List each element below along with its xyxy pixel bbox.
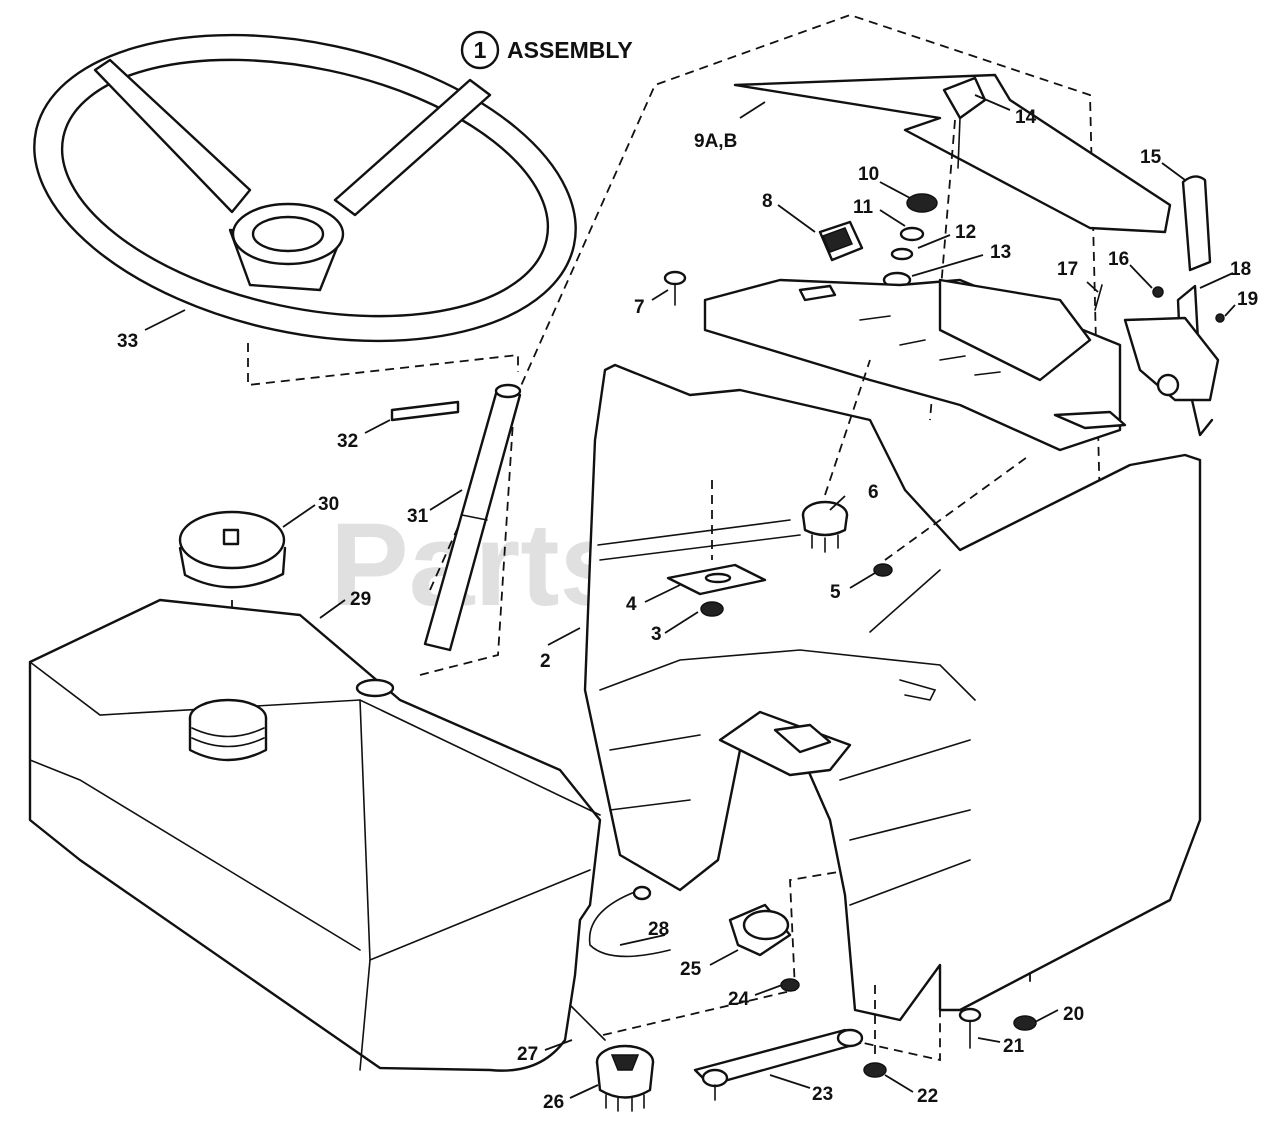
washer-20 [1013, 1015, 1037, 1031]
clamp [693, 1028, 864, 1101]
callout-26: 26 [543, 1092, 564, 1113]
buzzer [728, 903, 792, 957]
callout-24: 24 [728, 989, 750, 1010]
wheel-boundary [247, 343, 519, 387]
callout-28: 28 [648, 919, 669, 940]
callout-17: 17 [1057, 259, 1078, 280]
callout-4: 4 [626, 594, 637, 615]
callout-7: 7 [634, 297, 645, 318]
nut-22 [863, 1062, 887, 1078]
throttle-lever [1094, 175, 1225, 437]
steering-wheel [33, 33, 577, 343]
callout-20: 20 [1063, 1004, 1084, 1025]
callout-22: 22 [917, 1086, 938, 1107]
callout-18: 18 [1230, 259, 1251, 280]
dash-panel-boundary [419, 14, 1101, 676]
callout-11: 11 [853, 197, 874, 218]
callout-15: 15 [1140, 147, 1162, 168]
fuel-cap [178, 510, 287, 700]
callout-2: 2 [540, 651, 551, 672]
callout-33: 33 [117, 331, 138, 352]
callout-14: 14 [1015, 107, 1037, 128]
leader-lines [144, 94, 1236, 1099]
dash-panel [583, 278, 1202, 1022]
ignition-washers [882, 193, 938, 289]
callout-12: 12 [955, 222, 976, 243]
callout-labels: 2 3 4 5 6 7 8 9A,B 10 11 12 13 14 15 16 … [117, 107, 1258, 1113]
callout-6: 6 [868, 482, 879, 503]
steering-shaft [390, 383, 522, 652]
callout-8: 8 [762, 191, 773, 212]
callout-27: 27 [517, 1044, 538, 1065]
screw-7 [663, 270, 687, 306]
callout-30: 30 [318, 494, 339, 515]
plate-and-nut [666, 480, 767, 617]
callout-5: 5 [830, 582, 841, 603]
light-switch [818, 220, 864, 262]
callout-10: 10 [858, 164, 879, 185]
nut-24 [780, 978, 800, 992]
callout-19: 19 [1237, 289, 1258, 310]
assembly-label: ASSEMBLY [507, 37, 633, 63]
callout-25: 25 [680, 959, 702, 980]
callout-9ab: 9A,B [694, 131, 737, 152]
callout-29: 29 [350, 589, 371, 610]
callout-21: 21 [1003, 1036, 1025, 1057]
callout-32: 32 [337, 431, 358, 452]
callout-31: 31 [407, 506, 429, 527]
callout-13: 13 [990, 242, 1011, 263]
ignition-switch [801, 359, 871, 553]
callout-16: 16 [1108, 249, 1129, 270]
nut-5 [869, 454, 1031, 633]
callout-23: 23 [812, 1084, 833, 1105]
fuel-tank [28, 598, 602, 1072]
bolt-21 [958, 1007, 982, 1049]
callout-3: 3 [651, 624, 662, 645]
battery-cable [588, 885, 671, 958]
assembly-title: 1 ASSEMBLY [460, 30, 633, 70]
solenoid [569, 1004, 655, 1112]
assembly-number: 1 [474, 37, 487, 63]
